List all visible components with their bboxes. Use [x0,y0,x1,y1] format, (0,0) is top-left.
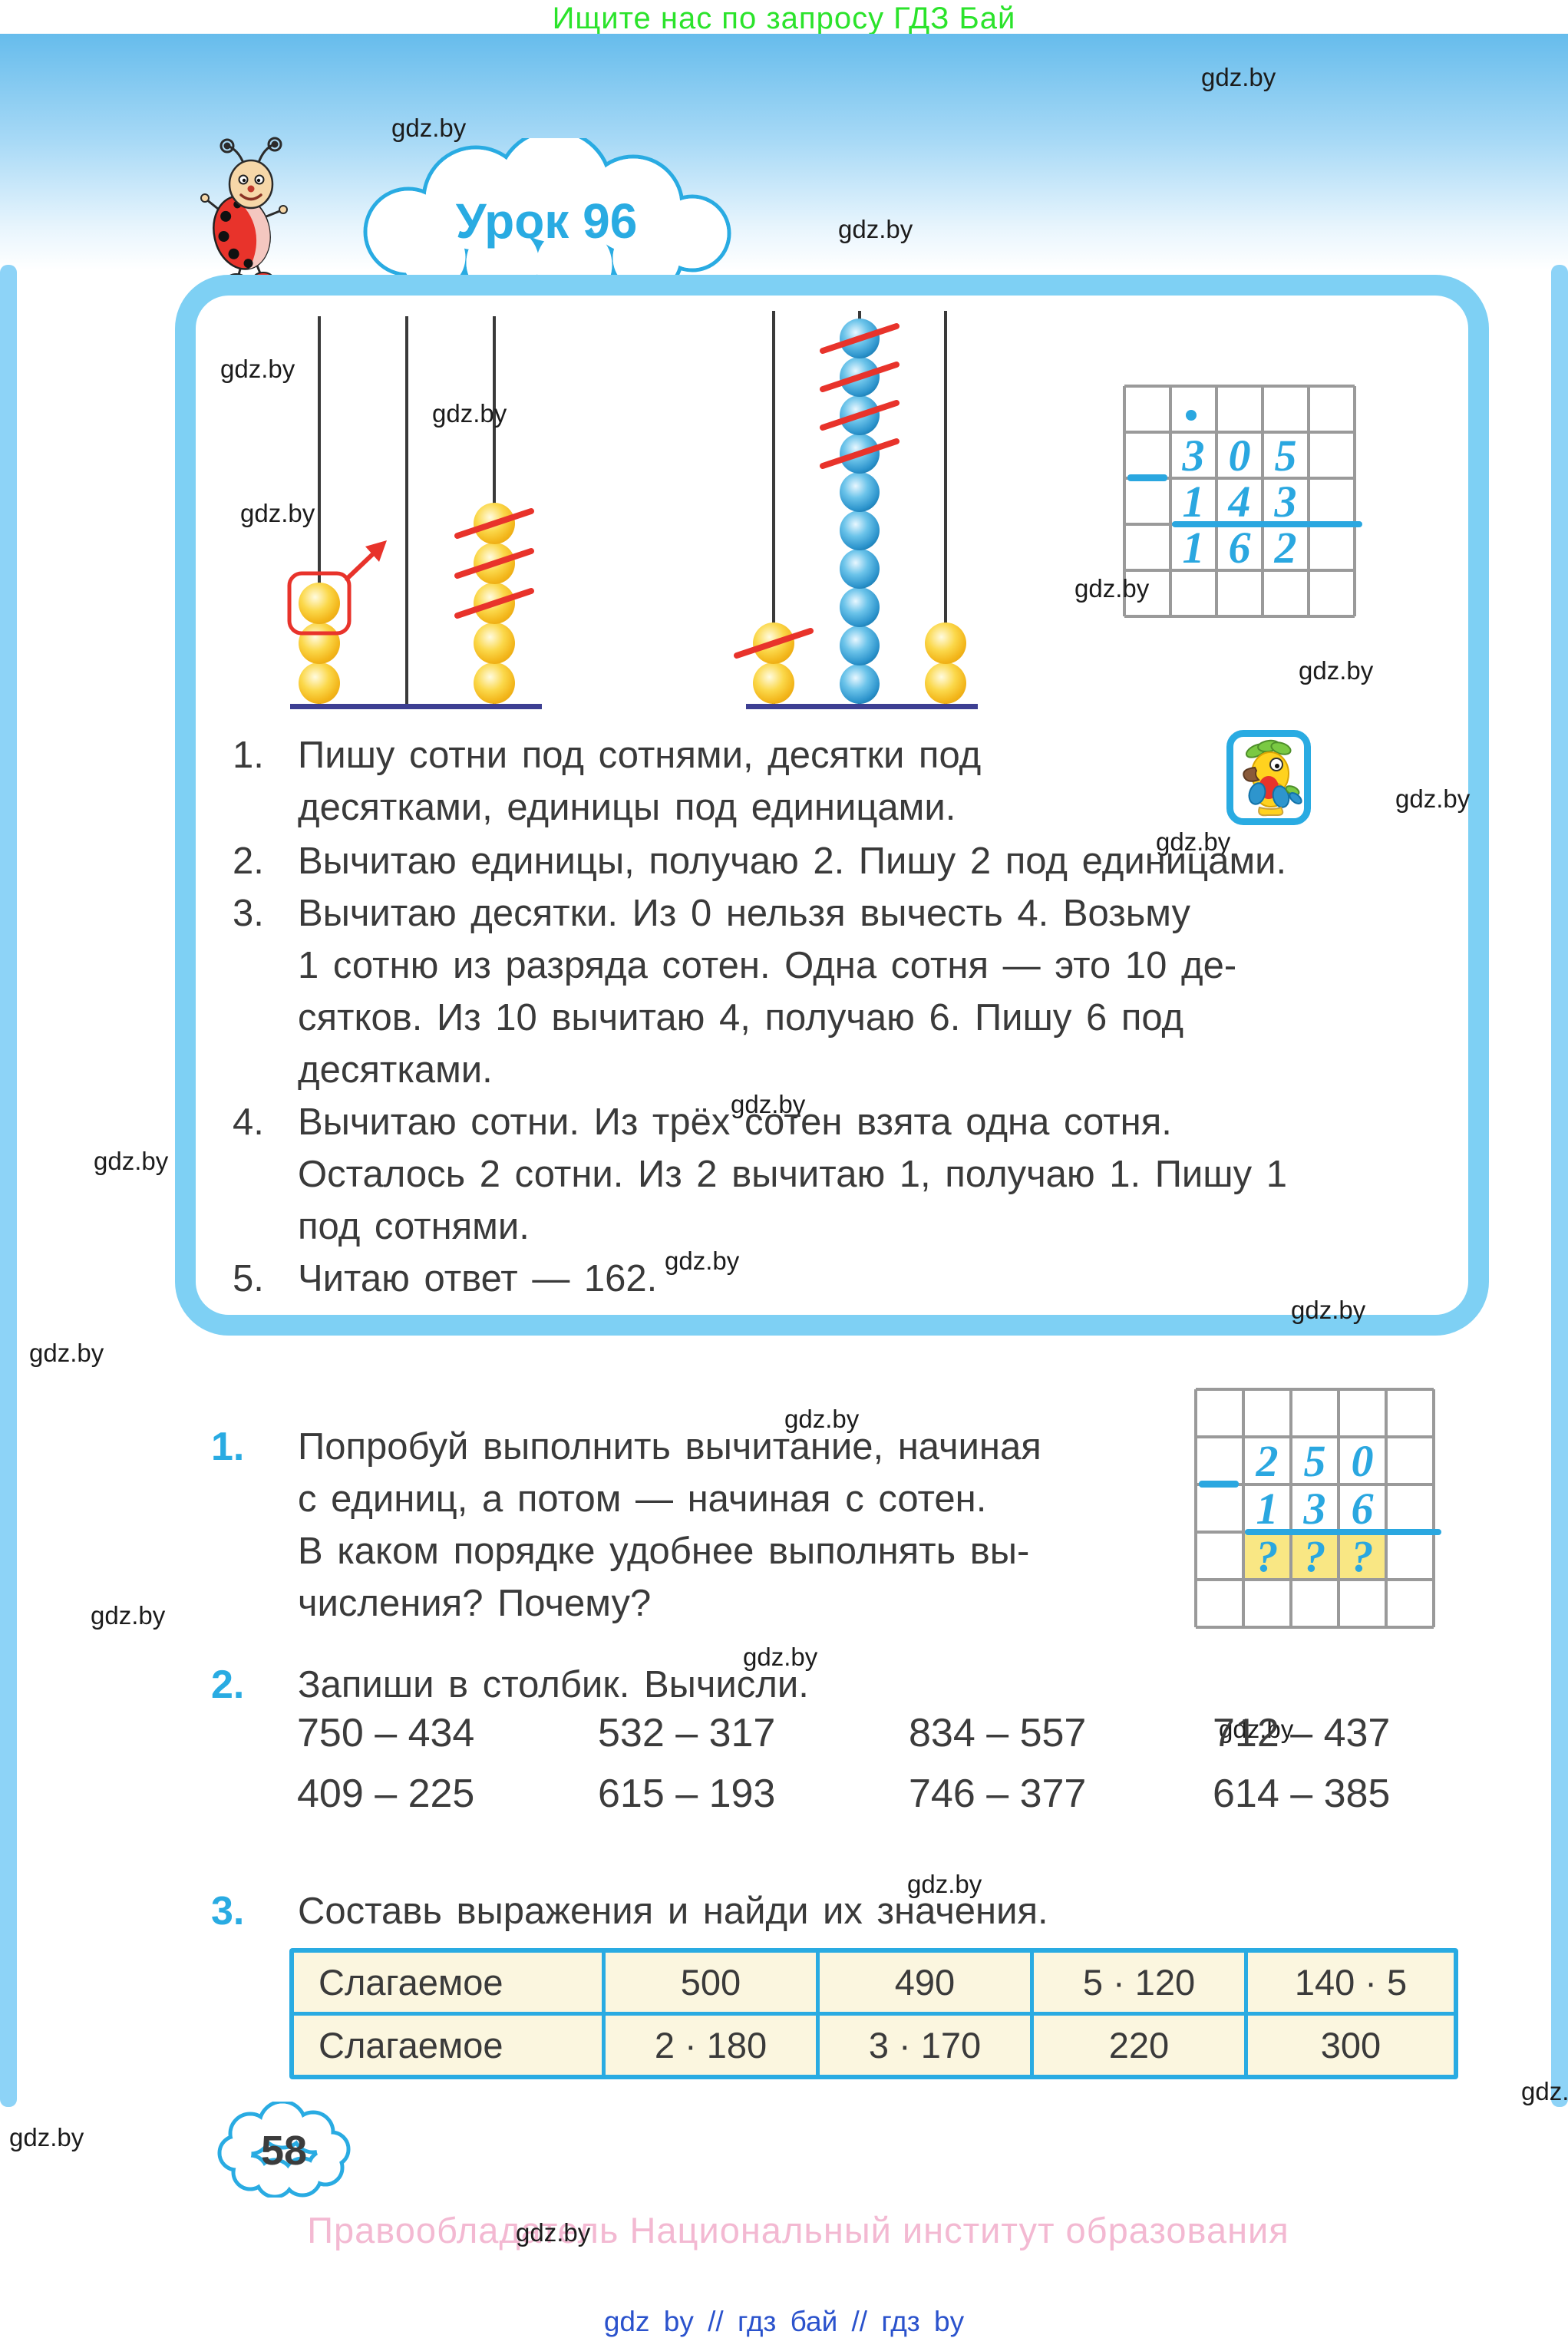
task-3-number: 3. [211,1889,245,1933]
svg-text:5: 5 [1304,1436,1326,1486]
parrot-icon [1243,739,1302,817]
svg-text:4: 4 [1228,477,1251,527]
subtraction-problem: 746 – 377 [909,1772,1087,1816]
gdz-watermark: gdz.by [516,2218,591,2247]
page-number: 58 [260,2128,308,2174]
list-item-number: 1. [233,735,264,776]
gdz-watermark: gdz.by [1074,574,1150,603]
task-1-line: с единиц, а потом — начиная с сотен. [298,1478,987,1520]
list-item-line: 1 сотню из разряда сотен. Одна сотня — э… [298,945,1237,986]
task-1-number: 1. [211,1425,245,1469]
right-edge-strip [1551,265,1568,2107]
subtraction-problem: 409 – 225 [297,1772,475,1816]
list-item-line: под сотнями. [298,1206,530,1247]
table-cell: 500 [606,1953,816,2012]
svg-text:?: ? [1304,1531,1326,1581]
task-1-line: числения? Почему? [298,1583,652,1624]
svg-text:1: 1 [1183,523,1205,573]
gdz-watermark: gdz.by [838,215,913,243]
task-1-line: Попробуй выполнить вычитание, начиная [298,1426,1041,1468]
svg-text:2: 2 [1256,1436,1279,1486]
gdz-watermark: gdz.by [1201,63,1276,91]
gdz-watermark: gdz.by [91,1601,166,1630]
gdz-watermark: gdz.by [220,355,295,383]
table-cell: 220 [1034,2016,1244,2075]
list-item-line: Вычитаю сотни. Из трёх сотен взята одна … [298,1101,1172,1143]
list-item-line: сятков. Из 10 вычитаю 4, получаю 6. Пишу… [298,997,1184,1039]
gdz-watermark: gdz.by [907,1870,982,1898]
gdz-watermark: gdz.by [94,1147,169,1175]
gdz-watermark: gdz.by [731,1090,806,1118]
list-item-number: 2. [233,840,264,882]
subtraction-problem: 750 – 434 [297,1711,475,1755]
svg-text:2: 2 [1274,523,1297,573]
task-2-number: 2. [211,1663,245,1707]
svg-text:?: ? [1256,1531,1279,1581]
svg-text:?: ? [1352,1531,1374,1581]
list-item-line: Читаю ответ — 162. [298,1258,658,1299]
list-item-number: 3. [233,893,264,934]
svg-text:6: 6 [1352,1484,1374,1534]
table-cell: 3 · 170 [820,2016,1030,2075]
gdz-watermark: gdz.by [9,2123,84,2151]
table-row-header: Слагаемое [294,2016,602,2075]
list-item-number: 4. [233,1101,264,1143]
gdz-watermark: gdz.by [1291,1296,1366,1324]
table-cell: 2 · 180 [606,2016,816,2075]
list-item-line: Пишу сотни под сотнями, десятки под [298,735,982,776]
gdz-watermark: gdz.by [1395,784,1471,813]
list-item-number: 5. [233,1258,264,1299]
ladybug-illustration [200,137,288,286]
parrot-box [1226,730,1311,825]
gdz-watermark: gdz.by [665,1247,740,1275]
list-item-line: Вычитаю десятки. Из 0 нельзя вычесть 4. … [298,893,1190,934]
gdz-watermark: gdz.by [1156,827,1231,856]
list-item-line: Вычитаю единицы, получаю 2. Пишу 2 под е… [298,840,1287,882]
svg-text:0: 0 [1229,431,1251,480]
promo-banner: Ищите нас по запросу ГДЗ Бай [552,2,1016,35]
svg-text:3: 3 [1182,431,1205,480]
gdz-watermark: gdz.by [391,114,467,142]
left-edge-strip [0,265,17,2107]
table-cell: 140 · 5 [1248,1953,1454,2012]
gdz-watermark: gdz.by [784,1405,860,1433]
subtraction-problem: 532 – 317 [598,1711,776,1755]
svg-text:6: 6 [1229,523,1251,573]
svg-text:3: 3 [1274,477,1297,527]
gdz-watermark: gdz.by [29,1339,104,1367]
svg-text:1: 1 [1256,1484,1279,1534]
gdz-watermark: gdz.by [1521,2077,1568,2105]
svg-text:1: 1 [1183,477,1205,527]
table-cell: 5 · 120 [1034,1953,1244,2012]
footer-links[interactable]: gdz by // гдз бай // гдз by [603,2306,965,2337]
subtraction-problem: 834 – 557 [909,1711,1087,1755]
list-item-line: десятками. [298,1049,493,1091]
page-number-cloud [217,2102,351,2198]
task-3-title: Составь выражения и найди их значения. [298,1891,1048,1932]
subtraction-problem: 615 – 193 [598,1772,776,1816]
svg-text:5: 5 [1275,431,1297,480]
lesson-title: Урок 96 [455,193,638,249]
subtraction-problem: 614 – 385 [1213,1772,1391,1816]
gdz-watermark: gdz.by [240,499,315,527]
abacus-illustration [287,311,978,709]
table-cell: 300 [1248,2016,1454,2075]
gdz-watermark: gdz.by [1299,656,1374,685]
task-2-title: Запиши в столбик. Вычисли. [298,1664,809,1706]
svg-text:3: 3 [1303,1484,1326,1534]
table-cell: 490 [820,1953,1030,2012]
gdz-watermark: gdz.by [743,1643,818,1671]
gdz-watermark: gdz.by [1219,1715,1294,1743]
svg-text:0: 0 [1352,1436,1374,1486]
table-row-header: Слагаемое [294,1953,602,2012]
list-item-line: десятками, единицы под единицами. [298,787,956,828]
subtraction-problem: 712 – 437 [1213,1711,1391,1755]
task-1-line: В каком порядке удобнее выполнять вы- [298,1531,1030,1572]
gdz-watermark: gdz.by [432,399,507,428]
copyright-line: Правообладатель Национальный институт об… [307,2210,1289,2250]
list-item-line: Осталось 2 сотни. Из 2 вычитаю 1, получа… [298,1154,1287,1195]
